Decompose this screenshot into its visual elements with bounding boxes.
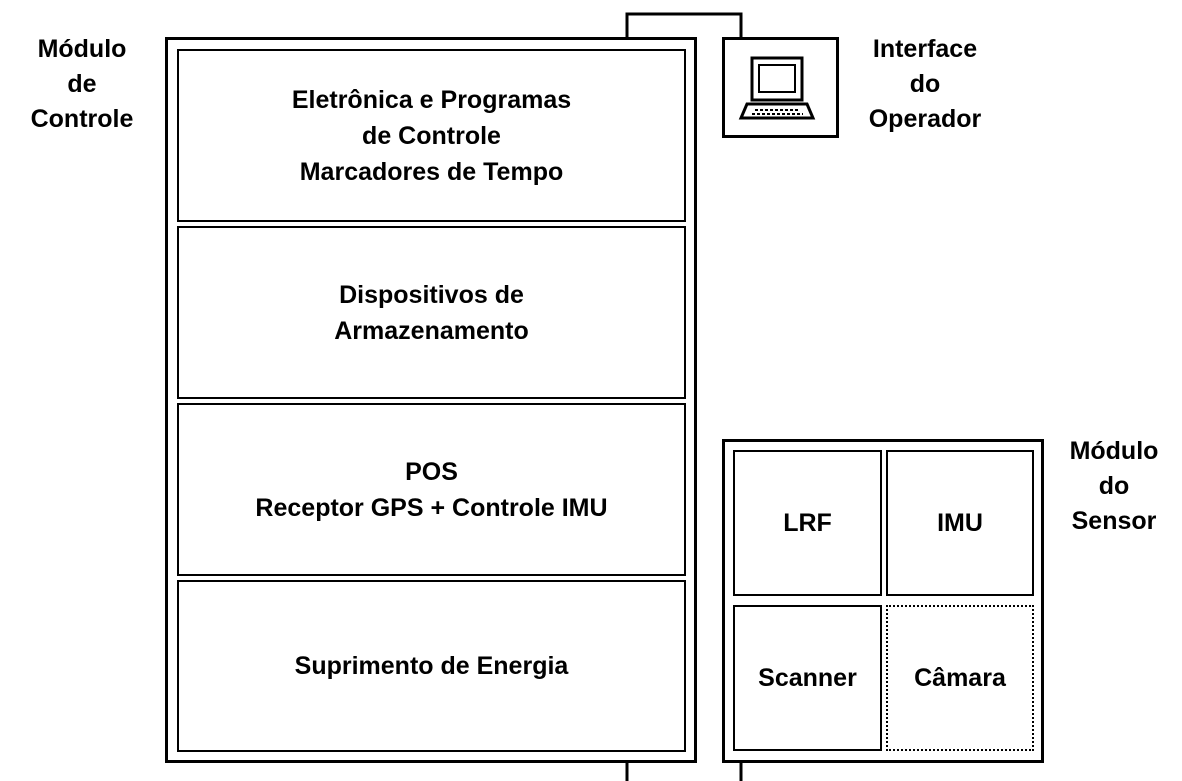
sensor-module-label-line-2: do [1098, 472, 1130, 500]
sensor-cell-camera: Câmara [886, 605, 1034, 751]
control-section-storage-line-2: Armazenamento [334, 316, 529, 345]
control-module-label-line-1: Módulo [37, 35, 127, 63]
control-section-electronics-line-2: de Controle [362, 121, 501, 150]
control-section-electronics: Eletrônica e Programas de Controle Marca… [177, 49, 686, 222]
sensor-cell-imu: IMU [886, 450, 1034, 596]
control-section-pos-line-1: POS [405, 457, 458, 486]
control-section-storage: Dispositivos de Armazenamento [177, 226, 686, 399]
operator-interface-label-line-1: Interface [872, 35, 978, 63]
control-module-box: Eletrônica e Programas de Controle Marca… [165, 37, 697, 763]
operator-interface-label: Interface do Operador [845, 32, 1005, 137]
sensor-cell-scanner-label: Scanner [758, 664, 857, 692]
control-module-label: Módulo de Controle [6, 32, 158, 137]
top-connector-line [625, 12, 743, 37]
operator-interface-box [722, 37, 839, 138]
control-module-label-line-2: de [67, 70, 97, 98]
control-section-pos-line-2: Receptor GPS + Controle IMU [255, 493, 608, 522]
control-section-power-line-1: Suprimento de Energia [294, 652, 569, 680]
sensor-cell-lrf-label: LRF [783, 509, 832, 537]
control-section-electronics-line-3: Marcadores de Tempo [299, 157, 564, 186]
computer-terminal-icon [738, 56, 816, 120]
control-section-power: Suprimento de Energia [177, 580, 686, 752]
sensor-cell-imu-label: IMU [937, 509, 983, 537]
sensor-module-label-line-1: Módulo [1069, 437, 1159, 465]
sensor-cell-camera-label: Câmara [914, 664, 1006, 692]
sensor-cell-scanner: Scanner [733, 605, 882, 751]
operator-interface-label-line-2: do [909, 70, 941, 98]
control-module-label-line-3: Controle [30, 105, 134, 133]
sensor-module-label-line-3: Sensor [1071, 507, 1157, 535]
sensor-module-box: LRF IMU Scanner Câmara [722, 439, 1044, 763]
sensor-cell-lrf: LRF [733, 450, 882, 596]
operator-interface-label-line-3: Operador [868, 105, 982, 133]
sensor-module-label: Módulo do Sensor [1048, 434, 1180, 539]
control-section-storage-line-1: Dispositivos de [339, 280, 524, 309]
control-section-pos: POS Receptor GPS + Controle IMU [177, 403, 686, 576]
control-section-electronics-line-1: Eletrônica e Programas [291, 85, 572, 114]
